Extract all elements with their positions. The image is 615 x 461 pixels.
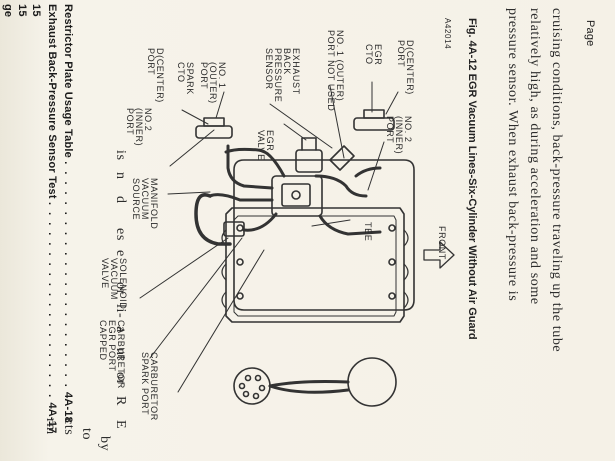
label-line: PORT	[199, 62, 209, 90]
label-line: SPARK PORT	[140, 352, 150, 416]
label-line: (INNER)	[394, 116, 404, 155]
label-line: VALVE	[100, 258, 110, 289]
body-line-2: relatively high, as during acceleration …	[527, 8, 542, 305]
label-line: MANIFOLD	[149, 178, 159, 230]
label-line: BACK	[282, 48, 292, 75]
label-no2-inner-right: NO. 2 (INNER) PORT	[385, 116, 413, 155]
label-line: D(CENTER)	[155, 48, 165, 103]
label-line: PORT	[396, 40, 406, 68]
label-front: FRONT	[437, 226, 447, 260]
label-line: EGR	[265, 130, 275, 152]
label-line: SOURCE	[131, 178, 141, 221]
label-solenoid: SOLENOID VACUUM VALVE	[100, 258, 128, 310]
exhaust-sensor	[329, 145, 355, 171]
label-egr-cto: EGR CTO	[364, 44, 383, 66]
label-carb-egr-port: CARBURETOR EGR PORT CAPPED	[98, 320, 126, 389]
label-dicenter-right: D(CENTER) PORT	[396, 40, 415, 95]
label-line: CTO	[364, 44, 374, 65]
label-line: CARBURETOR	[116, 320, 126, 389]
label-line: NO. 1	[217, 62, 227, 89]
label-line: EGR PORT	[107, 320, 117, 372]
label-carb-spark-port: CARBURETOR SPARK PORT	[140, 352, 159, 421]
label-line: VALVE	[256, 130, 266, 161]
label-line: PORT	[385, 116, 395, 144]
label-line: PORT NOT USED	[326, 30, 336, 112]
label-dicenter-left: D(CENTER) PORT	[146, 48, 165, 103]
label-line: CAPPED	[98, 320, 108, 361]
label-line: EXHAUST	[291, 48, 301, 95]
label-line: PRESSURE	[273, 48, 283, 103]
engine-block-outline	[233, 159, 415, 311]
label-line: NO. 1 (OUTER)	[335, 30, 345, 102]
valve-cover	[225, 207, 405, 323]
label-line: SENSOR	[264, 48, 274, 90]
label-egr-valve: EGR VALVE	[256, 130, 275, 161]
label-line: D(CENTER)	[405, 40, 415, 95]
label-spark-cto: SPARK CTO	[176, 62, 195, 95]
body-line-3: cruising conditions, back-pressure trave…	[549, 8, 564, 353]
body-line-1: pressure sensor. When exhaust back-press…	[505, 8, 520, 302]
figure-caption: Fig. 4A-12 EGR Vacuum Lines-Six-Cylinder…	[466, 18, 478, 340]
label-line: PORT	[146, 48, 156, 76]
front-arrow	[423, 241, 455, 269]
label-exhaust-sensor: EXHAUST BACK PRESSURE SENSOR	[264, 48, 301, 103]
label-manifold: MANIFOLD VACUUM SOURCE	[131, 178, 159, 230]
label-no1-outer-right: NO. 1 (OUTER) PORT NOT USED	[326, 30, 345, 112]
label-line: (INNER)	[134, 108, 144, 147]
label-line: SOLENOID	[118, 258, 128, 310]
label-line: VACUUM	[140, 178, 150, 220]
label-line: PORT	[125, 108, 135, 136]
label-no1-outer-left: NO. 1 (OUTER) PORT	[199, 62, 227, 104]
label-line: NO.2	[143, 108, 153, 132]
label-no2-inner-left: NO.2 (INNER) PORT	[125, 108, 153, 147]
spark-cto	[195, 125, 233, 139]
label-line: (OUTER)	[208, 62, 218, 104]
label-line: CTO	[176, 62, 186, 83]
label-line: SPARK	[185, 62, 195, 95]
label-line: VACUUM	[109, 258, 119, 300]
figure-code: A42014	[443, 18, 452, 50]
egr-valve	[295, 149, 323, 173]
alternator	[347, 357, 397, 407]
label-line: NO. 2	[403, 116, 413, 143]
label-line: EGR	[373, 44, 383, 66]
carburetor	[271, 175, 323, 217]
label-line: CARBURETOR	[149, 352, 159, 421]
label-tee: TEE	[363, 222, 373, 242]
